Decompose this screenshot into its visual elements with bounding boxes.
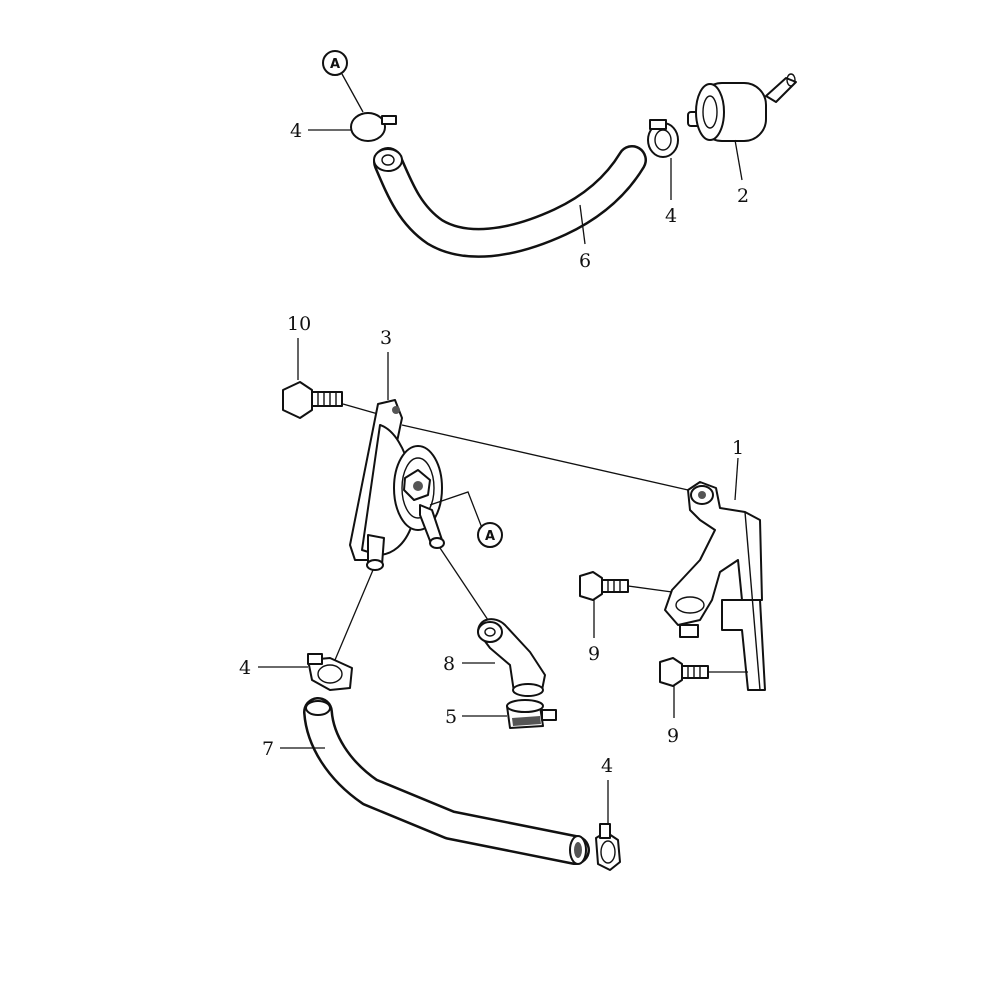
callout-7: 7 (262, 738, 274, 760)
callout-4-top-left: 4 (290, 120, 302, 142)
callout-8: 8 (443, 653, 455, 675)
reference-marker-a-top: A (322, 50, 364, 113)
hose-clamp-4-top-right (647, 119, 679, 158)
callout-2: 2 (737, 185, 749, 207)
svg-text:A: A (485, 529, 495, 544)
elbow-hose-8 (477, 618, 546, 697)
callout-1: 1 (732, 437, 744, 459)
leader-1 (734, 457, 739, 501)
leader-pump-to-clamp-mid (334, 569, 374, 661)
callout-9-lower: 9 (667, 725, 679, 747)
callout-4-bottom: 4 (601, 755, 613, 777)
fuel-hose-6 (373, 145, 647, 258)
leader-bolt-9-upper-to-bracket (627, 585, 673, 593)
leader-bracket-to-pump (401, 424, 689, 491)
reference-marker-a-pump: A (429, 491, 503, 548)
callout-6: 6 (579, 250, 591, 272)
callout-4-top-right: 4 (665, 205, 677, 227)
fuel-filter-2 (687, 73, 797, 142)
callout-5: 5 (445, 706, 457, 728)
callout-10: 10 (287, 313, 311, 335)
bracket-1 (664, 481, 766, 691)
svg-text:A: A (330, 57, 340, 72)
hose-clamp-4-top-left (350, 112, 397, 142)
hose-clamp-5 (506, 699, 557, 729)
callout-4-mid-left: 4 (239, 657, 251, 679)
fuel-hose-7 (303, 697, 590, 865)
bolt-9-lower (659, 657, 709, 687)
hose-clamp-4-bottom (595, 823, 621, 871)
hose-clamp-4-mid-left (307, 653, 353, 691)
leader-6 (579, 204, 586, 245)
leader-pump-to-elbow (439, 547, 489, 621)
callout-9-upper: 9 (588, 643, 600, 665)
bolt-10 (282, 381, 343, 419)
leader-bolt-10-to-pump (342, 403, 379, 415)
bolt-9-upper (579, 571, 629, 601)
leader-2 (734, 139, 743, 181)
fuel-pump-3 (349, 399, 445, 571)
callout-3: 3 (380, 327, 392, 349)
